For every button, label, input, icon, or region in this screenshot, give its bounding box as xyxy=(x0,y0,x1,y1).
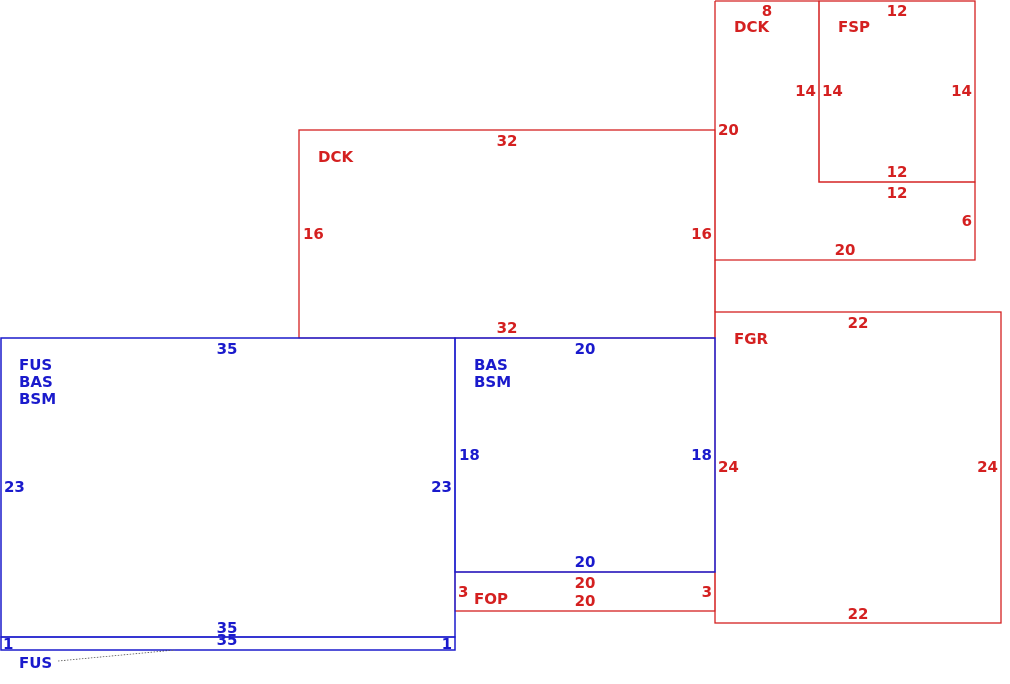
fsp-bottom-dim: 12 xyxy=(887,163,908,181)
main-right-outline xyxy=(454,337,716,573)
main-right-top-dim: 20 xyxy=(575,340,596,358)
upper-dck-top-dim: 8 xyxy=(762,2,772,20)
fsp-outline xyxy=(818,0,976,183)
upper-dck-label: DCK xyxy=(734,18,770,36)
main-left-right-dim: 23 xyxy=(431,478,452,496)
upper-dck-outline xyxy=(714,0,976,261)
fsp-right-dim: 14 xyxy=(951,82,972,100)
fgr-label: FGR xyxy=(734,330,769,348)
fsp-label: FSP xyxy=(838,18,870,36)
mid-dck-bottom-dim: 32 xyxy=(497,319,518,337)
mid-dck-top-dim: 32 xyxy=(497,132,518,150)
main-left-label-2: BAS xyxy=(19,373,53,391)
fgr-left-dim: 24 xyxy=(718,458,739,476)
main-left-label-3: BSM xyxy=(19,390,56,408)
mid-dck-label: DCK xyxy=(318,148,354,166)
fgr-right-dim: 24 xyxy=(977,458,998,476)
fus-strip-left-dim: 1 xyxy=(3,635,13,653)
fgr-top-dim: 22 xyxy=(848,314,869,332)
main-left-label-1: FUS xyxy=(19,356,52,374)
upper-dck-bottom-dim: 20 xyxy=(835,241,856,259)
main-right-left-dim: 18 xyxy=(459,446,480,464)
upper-dck-right-lower-dim: 6 xyxy=(962,212,972,230)
fgr-outline xyxy=(714,311,1002,624)
fus-leader-line xyxy=(57,649,176,662)
main-right-right-dim: 18 xyxy=(691,446,712,464)
mid-dck-right-dim: 16 xyxy=(691,225,712,243)
main-left-bottom-dim: 35 xyxy=(217,619,238,637)
main-right-label-1: BAS xyxy=(474,356,508,374)
fop-right-dim: 3 xyxy=(702,583,712,601)
fus-strip-top-dim: 35 xyxy=(217,631,238,649)
upper-dck-left-dim: 20 xyxy=(718,121,739,139)
fus-strip-right-dim: 1 xyxy=(442,635,452,653)
fop-label: FOP xyxy=(474,590,508,608)
fop-top-dim: 20 xyxy=(575,574,596,592)
fsp-below-dim: 12 xyxy=(887,184,908,202)
fsp-top-dim: 12 xyxy=(887,2,908,20)
main-left-left-dim: 23 xyxy=(4,478,25,496)
mid-dck-outline xyxy=(298,129,716,339)
main-right-label-2: BSM xyxy=(474,373,511,391)
fop-left-dim: 3 xyxy=(458,583,468,601)
main-right-bottom-dim: 20 xyxy=(575,553,596,571)
fus-strip-label: FUS xyxy=(19,654,52,672)
fus-strip-outline xyxy=(0,636,456,651)
fsp-left-dim: 14 xyxy=(822,82,843,100)
main-left-top-dim: 35 xyxy=(217,340,238,358)
fop-bottom-dim: 20 xyxy=(575,592,596,610)
upper-dck-right-dim: 14 xyxy=(795,82,816,100)
mid-dck-left-dim: 16 xyxy=(303,225,324,243)
fgr-bottom-dim: 22 xyxy=(848,605,869,623)
main-left-outline xyxy=(0,337,456,638)
